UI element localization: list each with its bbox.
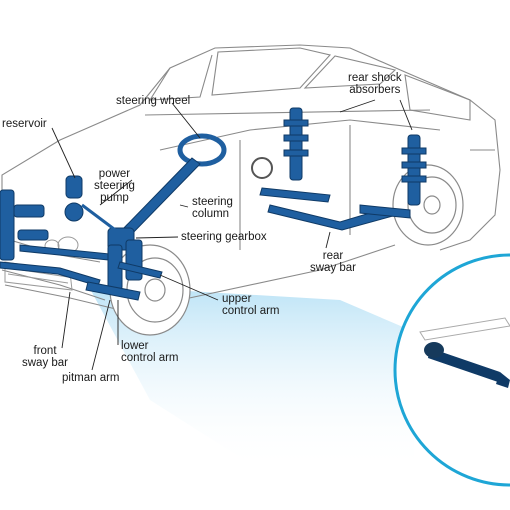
rear-shock-right-part [407,134,421,206]
lower-control-arm-part [85,281,141,301]
label-rear-shock-absorbers-line1: rear shock [348,72,402,84]
label-front-sway-bar-line1: front [33,345,57,357]
label-steering-gearbox: steering gearbox [181,231,267,243]
label-power-steering-pump-line3: pump [100,192,129,204]
rear-shock-left-part [289,107,303,181]
label-rear-shock-absorbers-line2: absorbers [349,84,401,96]
leader-lines [51,99,413,371]
label-steering-column: steering column [192,196,233,220]
steering-suspension-components [0,107,427,301]
label-rear-shock-absorbers: rear shock absorbers [348,72,402,96]
label-rear-sway-bar: rear sway bar [310,250,356,274]
label-steering-column-line1: steering [192,196,233,208]
car-body [1,44,501,311]
label-steering-column-line2: column [192,208,230,220]
steering-wheel-part [177,133,227,167]
label-front-sway-bar-line2: sway bar [22,357,69,369]
reservoir-part [65,175,83,199]
label-lower-control-arm-line2: control arm [121,352,179,364]
label-steering-gearbox-text: steering gearbox [181,231,267,243]
label-pitman-arm-text: pitman arm [62,372,120,384]
label-front-sway-bar: front sway bar [22,345,68,369]
tie-rod-inset [393,253,510,487]
label-lower-control-arm-line1: lower [121,340,149,352]
label-rear-sway-bar-line2: sway bar [310,262,357,274]
label-reservoir: reservoir [2,118,47,130]
upper-control-arm-part [117,261,163,279]
label-rear-sway-bar-line1: rear [322,250,344,262]
label-upper-control-arm: upper control arm [222,293,280,317]
label-reservoir-text: reservoir [2,118,47,130]
power-steering-pump-part [64,202,84,222]
label-pitman-arm: pitman arm [62,372,120,384]
label-upper-control-arm-line2: control arm [222,305,280,317]
magnifier-beam [88,285,415,470]
label-upper-control-arm-line1: upper [222,293,252,305]
label-power-steering-pump: power steering pump [94,168,135,204]
label-steering-wheel-text: steering wheel [116,95,191,107]
label-power-steering-pump-line1: power [98,168,131,180]
label-steering-wheel: steering wheel [116,95,190,107]
label-power-steering-pump-line2: steering [94,180,135,192]
label-lower-control-arm: lower control arm [121,340,179,364]
